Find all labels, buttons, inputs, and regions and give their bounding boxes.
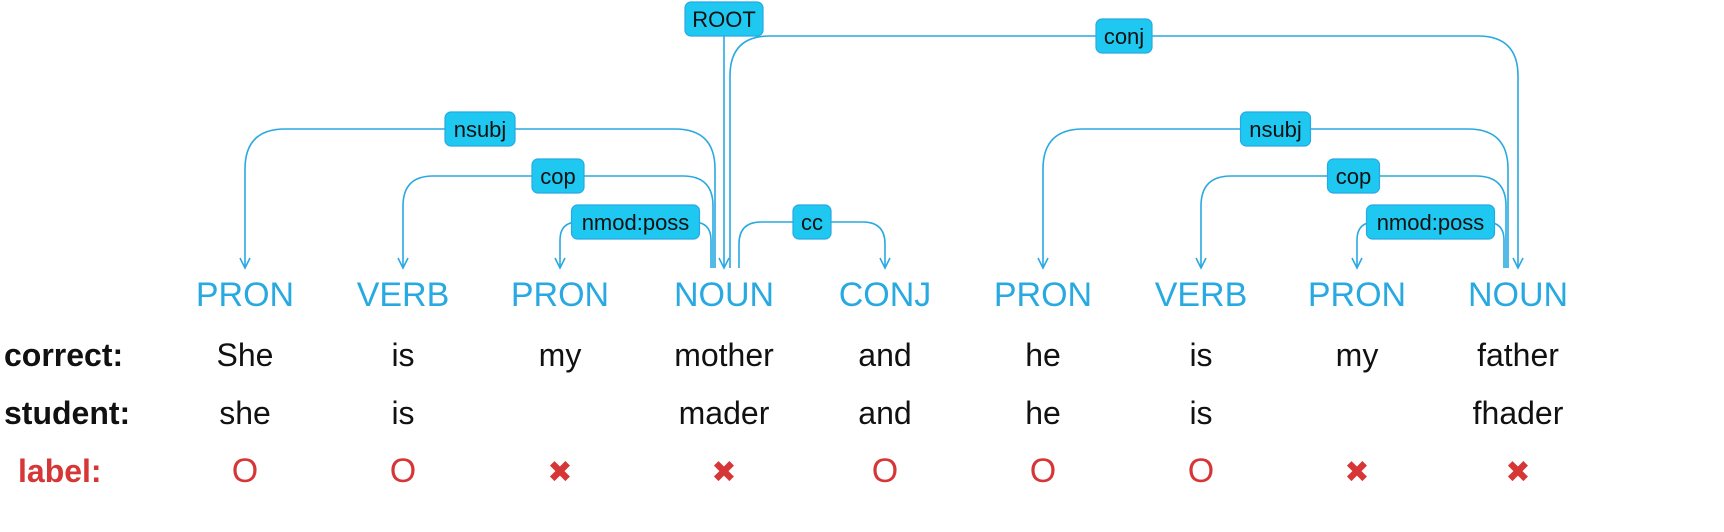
root-label: ROOT — [692, 7, 756, 32]
correct-word-4: and — [858, 337, 911, 373]
arc-nmod-poss-7-label: nmod:poss — [1377, 210, 1485, 235]
pos-tag-4: CONJ — [839, 276, 932, 314]
error-mark-8: ✖ — [1505, 455, 1530, 490]
arc-nmod-poss-7-box-bg — [1365, 204, 1496, 240]
correct-word-2: my — [539, 337, 582, 373]
arc-cc-4-label: cc — [801, 210, 823, 235]
correct-word-1: is — [391, 337, 414, 373]
arc-nmod-poss-7-arrowhead — [1351, 257, 1363, 270]
correct-word-5: he — [1025, 337, 1061, 373]
correct-mark-1: O — [390, 452, 416, 490]
arc-nsubj-5-box-bg — [1239, 111, 1312, 147]
arc-nsubj-1-label: nsubj — [454, 117, 507, 142]
arc-cop-2-label: cop — [540, 164, 575, 189]
error-mark-2: ✖ — [547, 455, 572, 490]
pos-tag-6: VERB — [1155, 276, 1248, 314]
pos-tag-7: PRON — [1308, 276, 1406, 314]
student-word-5: he — [1025, 395, 1061, 431]
arc-nmod-poss-3-label: nmod:poss — [582, 210, 690, 235]
row-label-correct: correct: — [4, 337, 123, 373]
student-word-3: mader — [679, 395, 770, 431]
pos-tag-8: NOUN — [1468, 276, 1568, 314]
student-word-1: is — [391, 395, 414, 431]
arc-conj-0-arrowhead — [1512, 257, 1524, 270]
error-mark-7: ✖ — [1344, 455, 1369, 490]
pos-tag-2: PRON — [511, 276, 609, 314]
arc-cop-6-arrowhead — [1195, 257, 1207, 270]
correct-word-0: She — [217, 337, 274, 373]
row-label-label: label: — [18, 453, 102, 489]
arc-nsubj-5 — [1042, 128, 1509, 268]
root-box: ROOT — [684, 1, 764, 37]
error-mark-3: ✖ — [711, 455, 736, 490]
arc-cop-2-box: cop — [531, 158, 585, 194]
arc-nsubj-1-box: nsubj — [444, 111, 516, 147]
row-labels: correct: student: label: — [4, 337, 130, 489]
arc-nmod-poss-7-box: nmod:poss — [1365, 204, 1496, 240]
pos-tag-0: PRON — [196, 276, 294, 314]
arc-cc-4-arrowhead — [879, 257, 891, 270]
arc-conj-0-box-bg — [1095, 18, 1153, 54]
arc-cop-2-box-bg — [531, 158, 585, 194]
correct-word-3: mother — [674, 337, 774, 373]
correct-word-row: She is my mother and he is my father — [217, 337, 1560, 373]
root-arc-arrowhead — [718, 257, 730, 270]
row-label-student: student: — [4, 395, 130, 431]
student-word-6: is — [1189, 395, 1212, 431]
correct-mark-6: O — [1188, 452, 1214, 490]
correct-word-6: is — [1189, 337, 1212, 373]
student-word-8: fhader — [1473, 395, 1564, 431]
arc-cc-4-box-bg — [792, 204, 832, 240]
root-box-bg — [684, 1, 764, 37]
student-word-row: she is mader and he is fhader — [219, 395, 1564, 431]
student-word-0: she — [219, 395, 271, 431]
arc-nsubj-1 — [244, 128, 716, 268]
arc-conj-0-box: conj — [1095, 18, 1153, 54]
arc-cop-6-box: cop — [1326, 158, 1381, 194]
arc-nmod-poss-3-arrowhead — [554, 257, 566, 270]
arc-cc-4-box: cc — [792, 204, 832, 240]
correct-word-7: my — [1336, 337, 1379, 373]
arc-nsubj-5-box: nsubj — [1239, 111, 1312, 147]
arc-cop-2-arrowhead — [397, 257, 409, 270]
arc-cop-6-label: cop — [1336, 164, 1371, 189]
arc-nsubj-1-box-bg — [444, 111, 516, 147]
arc-nmod-poss-3-box: nmod:poss — [570, 204, 701, 240]
arc-nsubj-1-arrowhead — [239, 257, 251, 270]
pos-tag-5: PRON — [994, 276, 1092, 314]
pos-tag-3: NOUN — [674, 276, 774, 314]
arc-cop-6-box-bg — [1326, 158, 1381, 194]
arc-conj-0-label: conj — [1104, 24, 1144, 49]
arc-nmod-poss-3-box-bg — [570, 204, 701, 240]
student-word-4: and — [858, 395, 911, 431]
correct-mark-4: O — [872, 452, 898, 490]
correct-word-8: father — [1477, 337, 1559, 373]
pos-tag-1: VERB — [357, 276, 450, 314]
pos-tag-row: PRON VERB PRON NOUN CONJ PRON VERB PRON NOUN — [196, 276, 1568, 314]
correct-mark-5: O — [1030, 452, 1056, 490]
arc-nsubj-5-arrowhead — [1037, 257, 1049, 270]
label-mark-row: O O ✖ ✖ O O O ✖ ✖ — [232, 452, 1531, 490]
arc-nsubj-5-label: nsubj — [1249, 117, 1302, 142]
correct-mark-0: O — [232, 452, 258, 490]
